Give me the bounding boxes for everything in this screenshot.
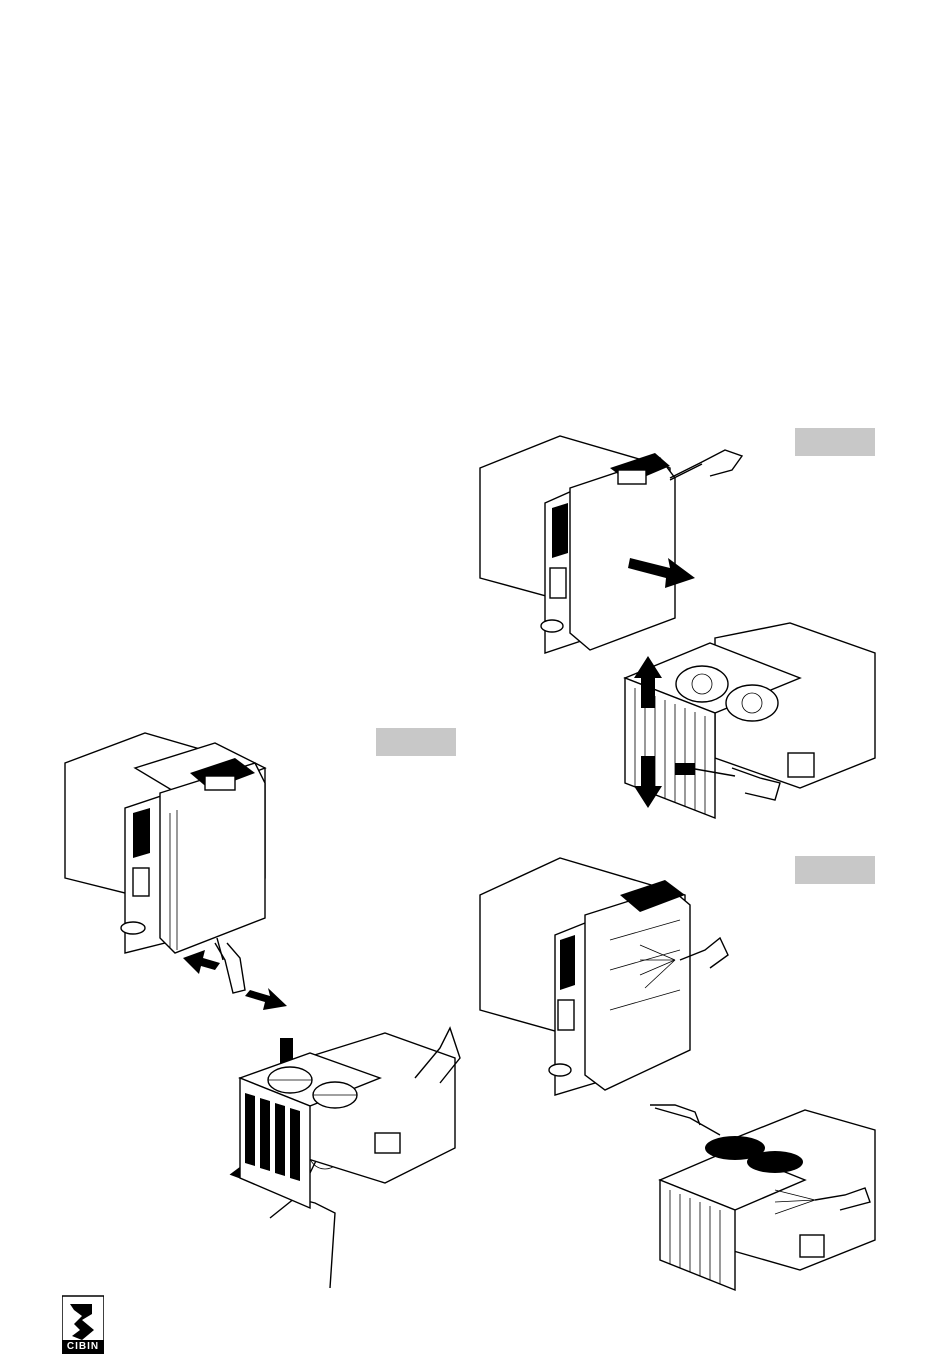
logo-text: CIBIN (62, 1340, 104, 1354)
hand-icon (670, 450, 742, 478)
condensing-unit-housing (480, 858, 690, 1095)
figure-a-illustration (55, 728, 475, 1293)
condensing-unit-housing (65, 733, 265, 953)
figure-b-illustration (470, 428, 880, 833)
coil-module (625, 623, 875, 818)
open-module (660, 1110, 875, 1290)
fan-unit (240, 1033, 455, 1208)
figure-c-illustration (470, 850, 880, 1300)
screwdriver-icon (670, 464, 702, 480)
condensing-unit-housing (480, 436, 675, 653)
